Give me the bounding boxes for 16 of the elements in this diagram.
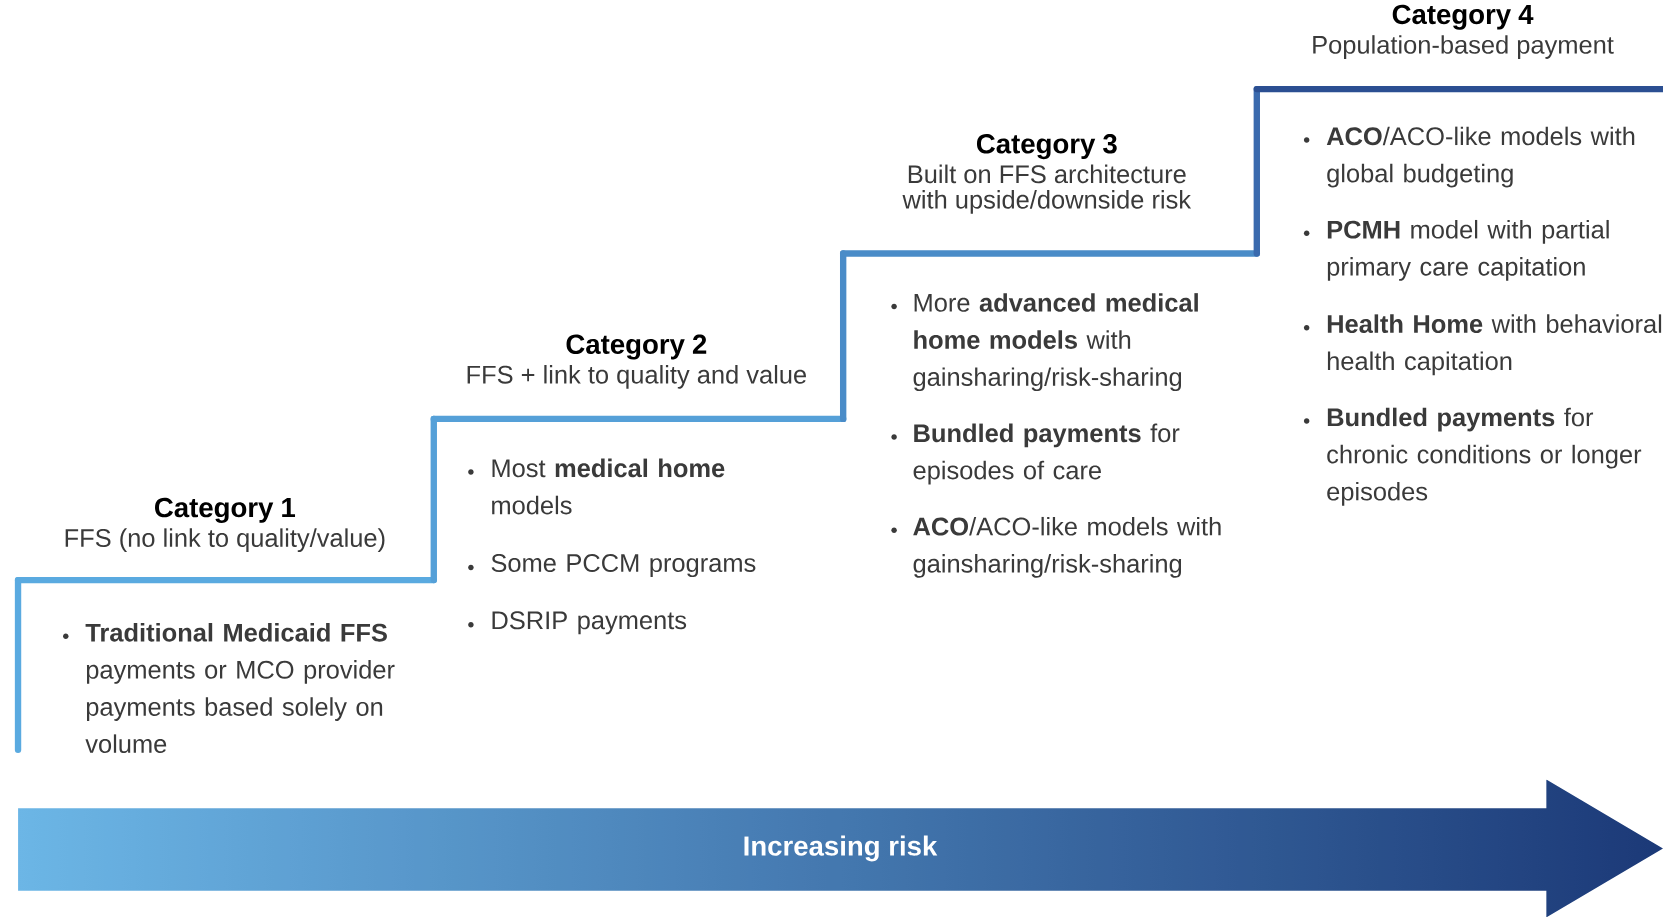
- category-heading: Category 1 FFS (no link to quality/value): [65, 497, 385, 552]
- bullet-item: Bundled payments for chronic conditions or longer episodes: [1303, 407, 1642, 506]
- bullet-item: DSRIP payments: [468, 611, 687, 635]
- bullet-item: Most medical home models: [468, 458, 725, 515]
- category-heading: Category 4 Population-based payment: [1313, 4, 1614, 59]
- category-heading: Category 2 FFS + link to quality and value: [467, 334, 806, 389]
- bullet-item: Bundled payments for episodes of care: [891, 423, 1180, 485]
- bullet-item: Health Home with behavioral health capitation: [1303, 314, 1662, 375]
- bullet-item: Traditional Medicaid FFS payments or MCO provider payments based solely on volume: [63, 622, 395, 753]
- category-heading: Category 3 Built on FFS architecture with upside/downside risk: [902, 133, 1192, 214]
- risk-arrow: Increasing risk: [744, 835, 938, 862]
- bullet-item: ACO/ACO-like models with global budgeting: [1303, 126, 1635, 188]
- bullet-item: Some PCCM programs: [468, 553, 756, 577]
- bullet-item: More advanced medical home models with gainsharing/risk-sharing: [891, 292, 1198, 391]
- bullet-item: PCMH model with partial primary care capitation: [1303, 219, 1609, 281]
- bullet-item: ACO/ACO-like models with gainsharing/risk-sharing: [891, 516, 1221, 578]
